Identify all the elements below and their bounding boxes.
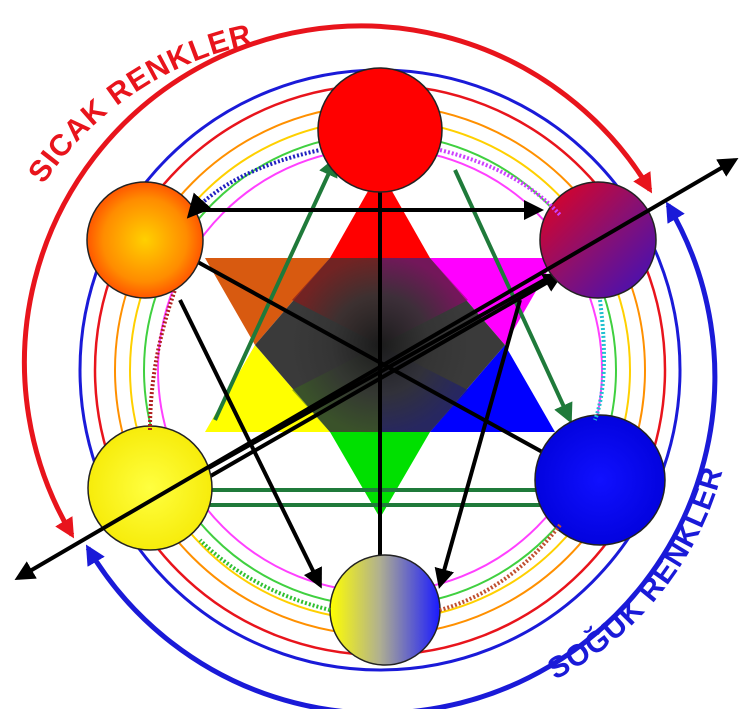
node-red — [317, 67, 443, 193]
warm-label: SICAK RENKLER — [22, 18, 255, 188]
node-orange — [86, 181, 204, 299]
node-bottom — [329, 554, 441, 666]
node-yellow — [87, 425, 213, 551]
axis-line — [14, 157, 739, 581]
node-blue — [534, 414, 666, 546]
